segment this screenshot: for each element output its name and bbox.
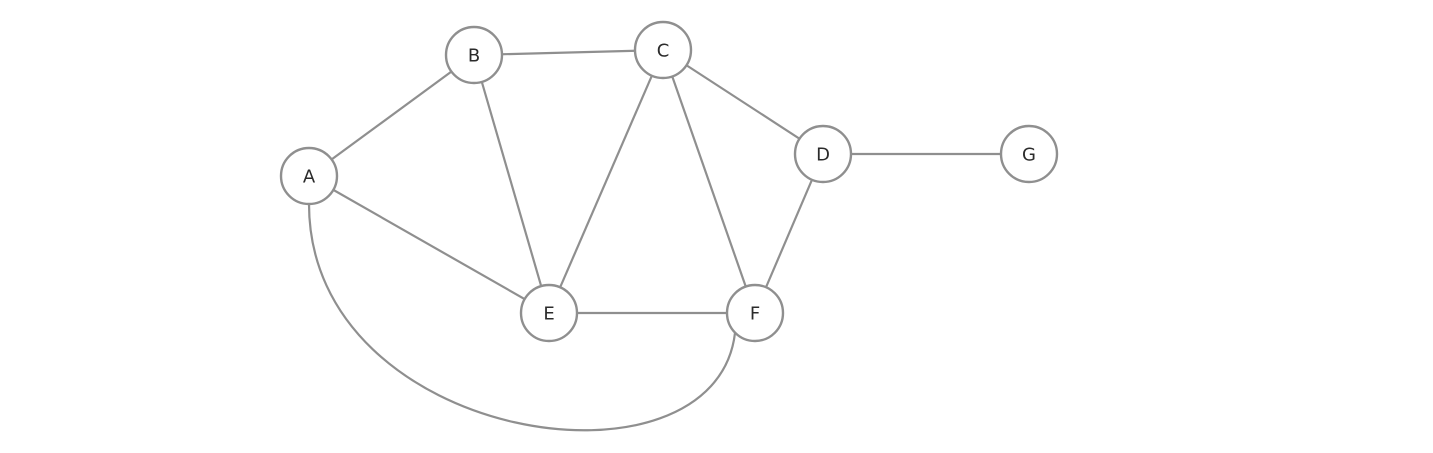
edge-c-e — [547, 49, 665, 314]
edge-a-e — [308, 175, 550, 314]
node-c: C — [633, 20, 693, 80]
node-f: F — [725, 283, 785, 343]
node-circle — [279, 146, 339, 206]
node-e: E — [519, 283, 579, 343]
node-circle — [519, 283, 579, 343]
node-label: B — [468, 46, 480, 67]
node-circle — [633, 20, 693, 80]
node-circle — [725, 283, 785, 343]
edges-layer — [307, 48, 1029, 432]
node-label: A — [303, 167, 316, 188]
node-g: G — [999, 124, 1059, 184]
node-circle — [793, 124, 853, 184]
edge-a-f — [307, 203, 737, 432]
node-label: D — [816, 145, 830, 166]
edge-a-b — [308, 54, 475, 177]
node-circle — [999, 124, 1059, 184]
node-label: C — [657, 41, 670, 62]
edge-c-f — [661, 49, 757, 314]
node-circle — [444, 25, 504, 85]
edge-b-e — [472, 54, 551, 314]
node-a: A — [279, 146, 339, 206]
nodes-layer: A B C D E F G — [279, 20, 1059, 343]
node-label: E — [543, 304, 554, 325]
edge-b-c — [473, 48, 664, 57]
node-b: B — [444, 25, 504, 85]
node-label: F — [750, 304, 760, 325]
node-label: G — [1022, 145, 1036, 166]
edge-c-d — [662, 49, 824, 155]
node-d: D — [793, 124, 853, 184]
